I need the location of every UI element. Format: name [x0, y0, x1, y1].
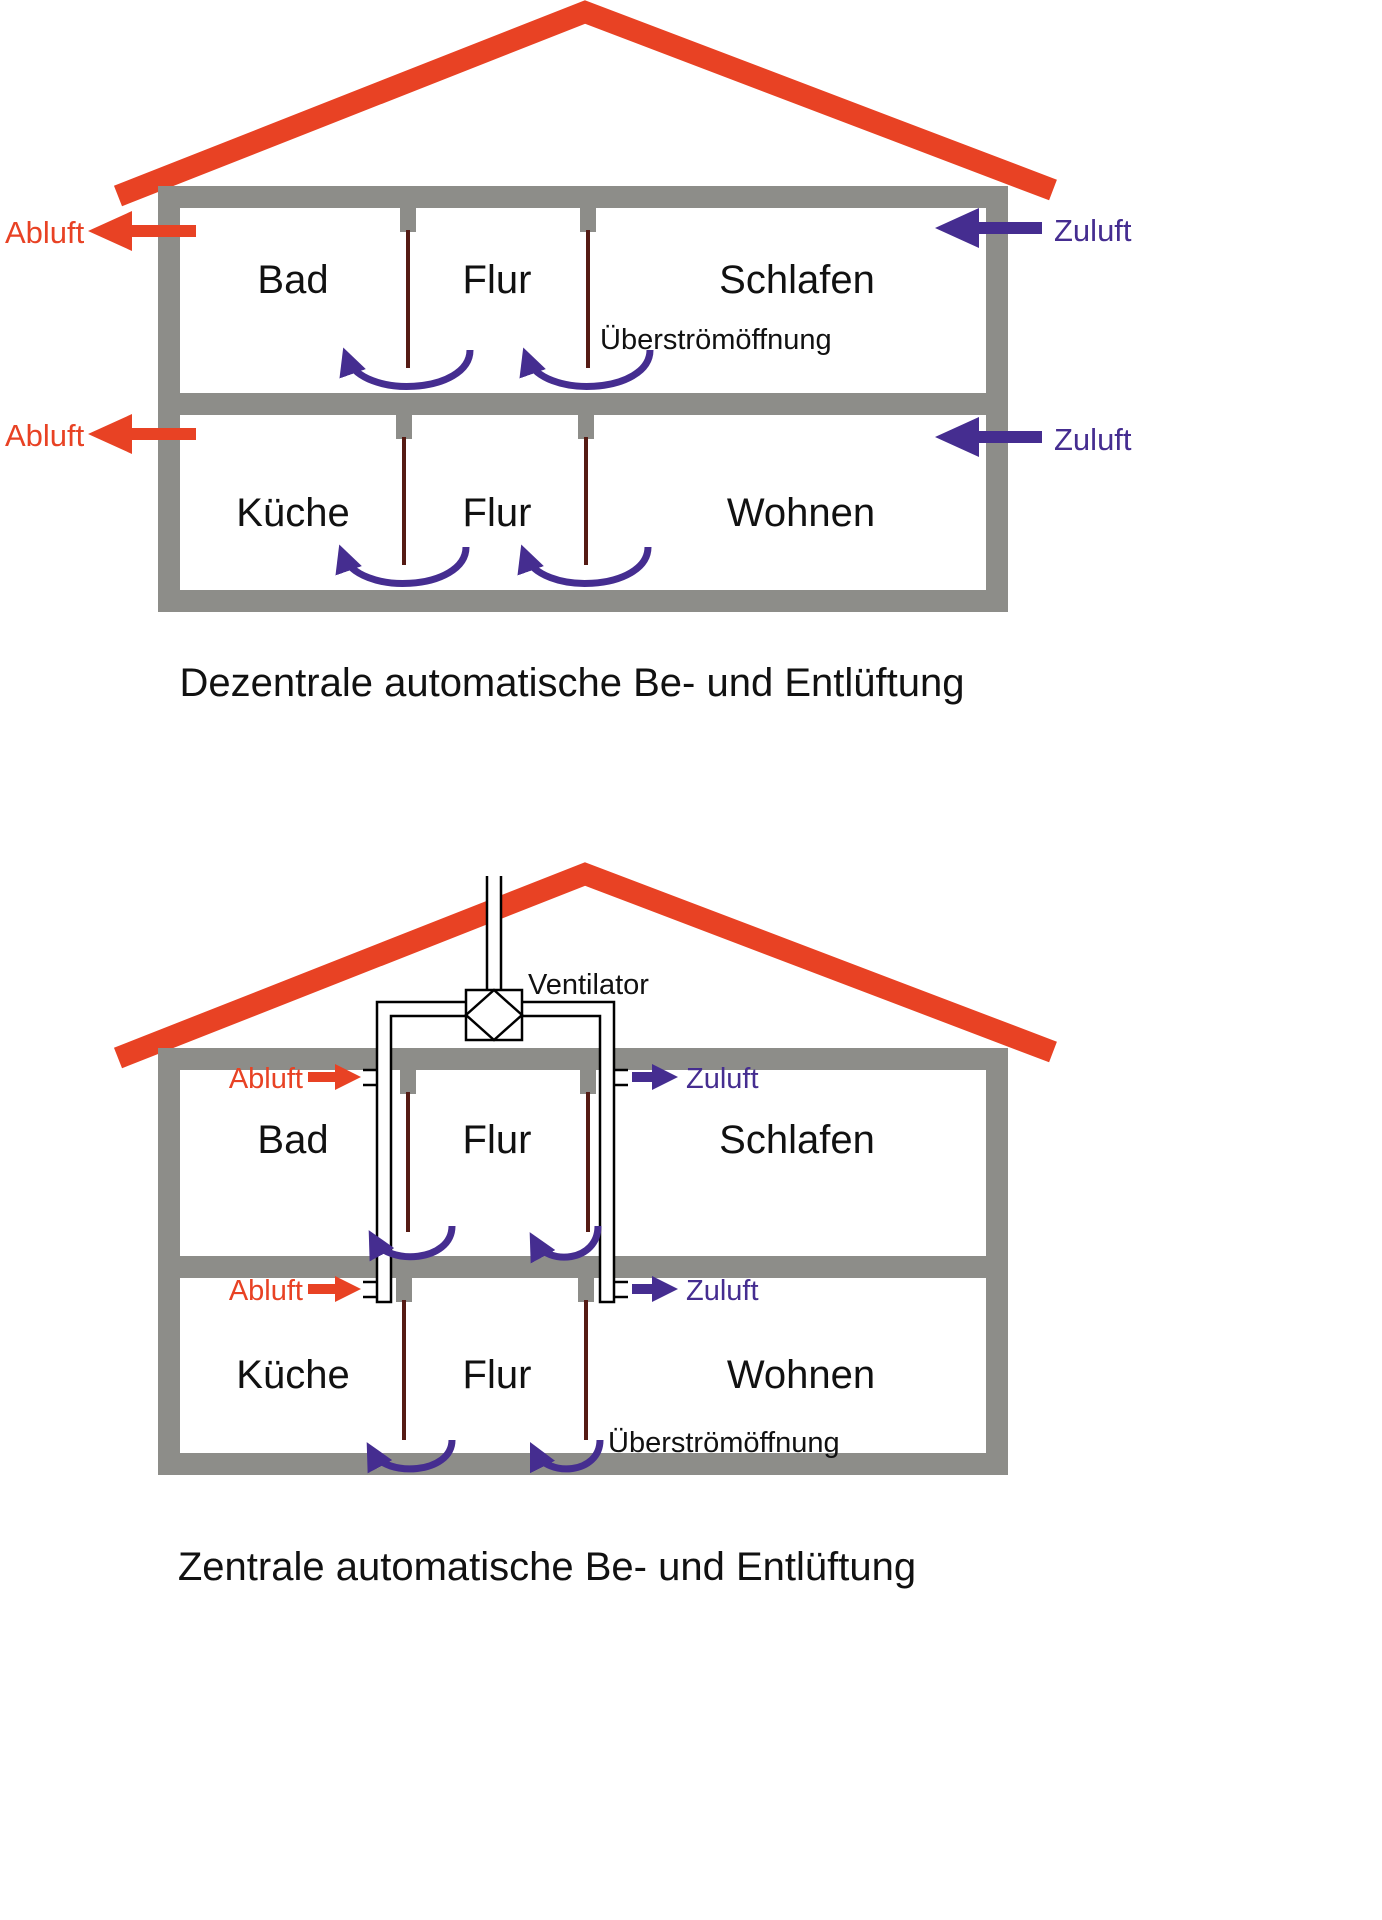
- room-label-flur: Flur: [463, 1118, 532, 1162]
- overflow-arrow-icon: [517, 544, 652, 587]
- room-label-wohnen: Wohnen: [727, 491, 875, 535]
- zuluft-arrow-icon: [632, 1276, 678, 1302]
- interior-wall-stub: [580, 208, 596, 232]
- exhaust-stack: [487, 876, 501, 994]
- overflow-label: Überströmöffnung: [608, 1427, 840, 1459]
- zuluft-arrow-icon: [935, 208, 1042, 248]
- overflow-arrow-icon: [529, 1225, 602, 1264]
- zuluft-arrow-icon: [632, 1064, 678, 1090]
- ventilator-label: Ventilator: [528, 969, 649, 1001]
- supply-duct-outline: [522, 1000, 616, 1304]
- room-label-flur: Flur: [463, 491, 532, 535]
- overflow-label: Überströmöffnung: [600, 324, 832, 356]
- abluft-arrow-icon: [308, 1276, 361, 1302]
- room-label-schlafen: Schlafen: [719, 258, 875, 302]
- interior-wall-stub: [396, 415, 412, 439]
- room-label-flur: Flur: [463, 258, 532, 302]
- interior-wall-stub: [580, 1070, 596, 1094]
- overflow-arrow-icon: [519, 347, 654, 390]
- zuluft-label: Zuluft: [1054, 213, 1132, 248]
- overflow-arrow-icon: [339, 347, 474, 390]
- overflow-arrow-icon: [335, 544, 470, 587]
- roof: [113, 0, 1057, 207]
- overflow-arrow-icon: [368, 1225, 456, 1262]
- interior-wall-stub: [396, 1278, 412, 1302]
- room-label-bad: Bad: [257, 1118, 328, 1162]
- interior-wall-stub: [400, 208, 416, 232]
- room-label-bad: Bad: [257, 258, 328, 302]
- abluft-arrow-icon: [88, 211, 196, 251]
- diagram-title: Zentrale automatische Be- und Entlüftung: [178, 1545, 916, 1589]
- central-ventilation-diagram: Ventilator Abluft Abluft Zuluft Zuluft B…: [113, 862, 1057, 1589]
- overflow-arrow-icon: [366, 1439, 456, 1474]
- ventilator-icon: [464, 988, 524, 1042]
- overflow-arrow-icon: [529, 1439, 604, 1474]
- diagram-title: Dezentrale automatische Be- und Entlüftu…: [180, 661, 965, 705]
- abluft-arrow-icon: [88, 414, 196, 454]
- roof: [113, 862, 1057, 1069]
- abluft-arrow-icon: [308, 1064, 361, 1090]
- abluft-label: Abluft: [5, 215, 85, 250]
- zuluft-label: Zuluft: [686, 1063, 759, 1095]
- room-label-kueche: Küche: [236, 491, 349, 535]
- interior-wall-stub: [400, 1070, 416, 1094]
- interior-wall-stub: [578, 415, 594, 439]
- zuluft-arrow-icon: [935, 417, 1042, 457]
- room-label-kueche: Küche: [236, 1353, 349, 1397]
- decentral-ventilation-diagram: Abluft Abluft Zuluft Zuluft Bad Flur Sch…: [5, 0, 1132, 705]
- abluft-label: Abluft: [229, 1063, 303, 1095]
- exhaust-duct-outline: [375, 1000, 466, 1304]
- room-label-wohnen: Wohnen: [727, 1353, 875, 1397]
- exhaust-duct: [377, 1002, 466, 1302]
- supply-duct: [522, 1002, 614, 1302]
- abluft-label: Abluft: [229, 1275, 303, 1307]
- abluft-label: Abluft: [5, 418, 85, 453]
- room-label-flur: Flur: [463, 1353, 532, 1397]
- zuluft-label: Zuluft: [686, 1275, 759, 1307]
- room-label-schlafen: Schlafen: [719, 1118, 875, 1162]
- interior-wall-stub: [578, 1278, 594, 1302]
- zuluft-label: Zuluft: [1054, 422, 1132, 457]
